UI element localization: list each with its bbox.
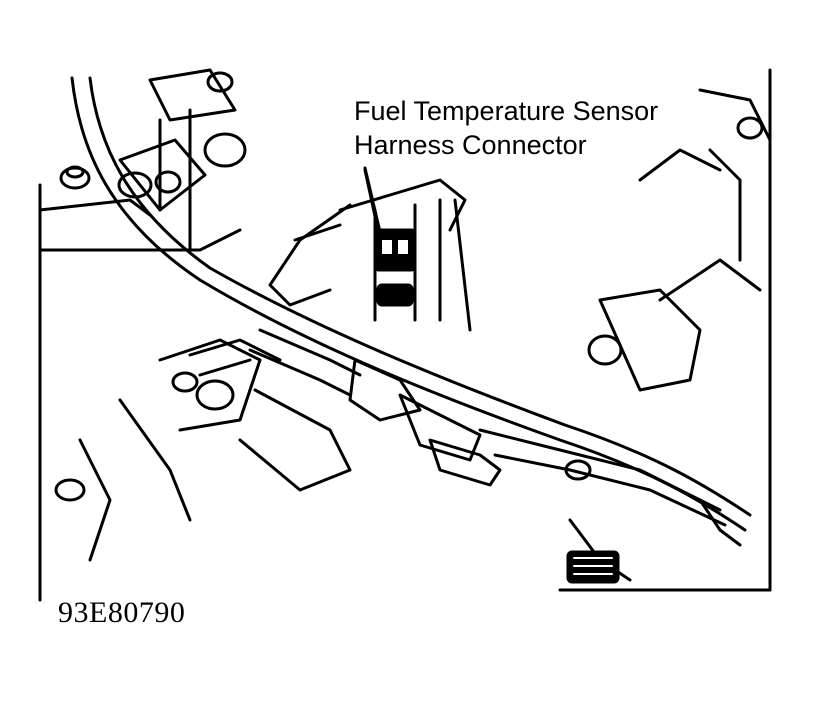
fuel-lines [188, 328, 727, 527]
right-hardware [564, 88, 772, 584]
callout-line-2: Harness Connector [354, 130, 587, 160]
figure-id: 93E80790 [58, 596, 186, 629]
lower-left-hardware [54, 338, 352, 562]
frame-edges [38, 68, 772, 602]
connector-callout-label: Fuel Temperature Sensor Harness Connecto… [354, 94, 658, 162]
upper-left-hardware [38, 68, 247, 252]
leader-line [363, 166, 382, 234]
callout-line-1: Fuel Temperature Sensor [354, 96, 659, 126]
